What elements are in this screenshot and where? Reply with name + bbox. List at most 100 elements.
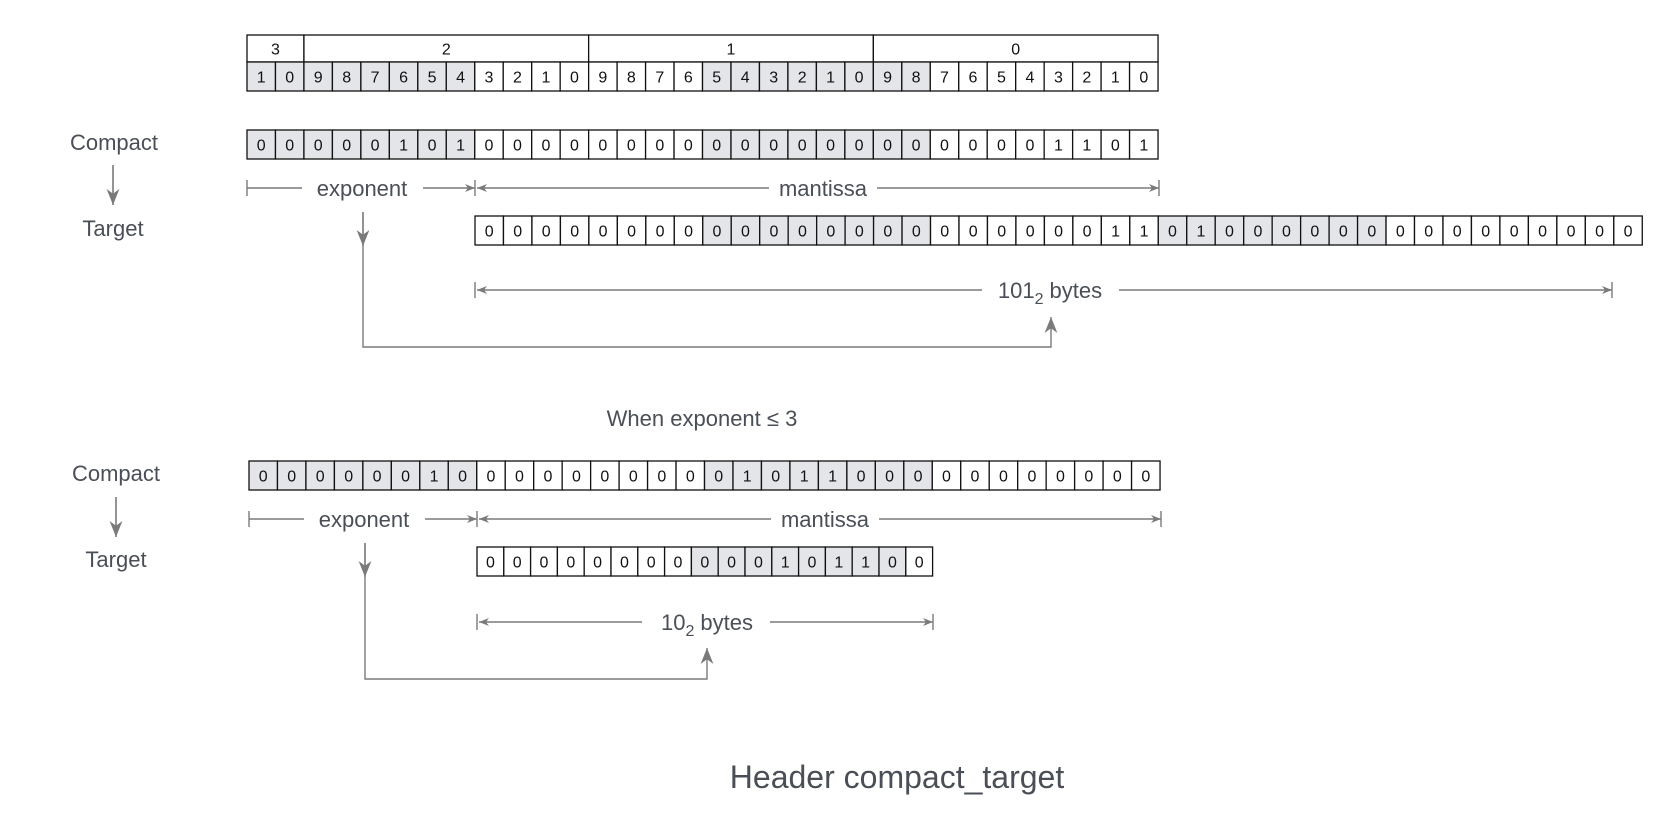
bit-value: 0 (485, 224, 494, 241)
bit-value: 6 (399, 70, 408, 87)
bit-cell: 0 (874, 460, 905, 491)
bit-value: 0 (1424, 224, 1433, 241)
bit-value: 0 (1141, 469, 1150, 486)
mantissa-label: mantissa (779, 176, 868, 201)
bit-cell: 0 (1328, 215, 1359, 246)
bit-cell: 0 (844, 61, 874, 92)
bit-cell: 0 (246, 129, 277, 160)
bit-value: 0 (1339, 224, 1348, 241)
bit-cell: 9 (872, 61, 903, 92)
bit-value: 1 (743, 469, 752, 486)
bit-cell: 0 (1045, 460, 1076, 491)
bit-cell: 3 (1043, 61, 1074, 92)
bit-cell: 0 (1128, 61, 1159, 92)
bit-cell: 0 (529, 546, 559, 577)
bit-value: 0 (657, 469, 666, 486)
bit-cell: 0 (787, 215, 818, 246)
bit-cell: 0 (1299, 215, 1330, 246)
bit-cell: 1 (445, 129, 476, 160)
bit-cell: 1 (1129, 215, 1159, 246)
bit-value: 0 (1054, 224, 1063, 241)
bit-cell: 0 (274, 61, 305, 92)
bit-value: 0 (1083, 224, 1092, 241)
bit-value: 0 (428, 138, 437, 155)
bit-value: 7 (655, 70, 664, 87)
bit-value: 0 (684, 224, 693, 241)
bit-cell: 5 (986, 61, 1017, 92)
target-label: Target (85, 547, 146, 572)
bit-cell: 0 (717, 546, 746, 577)
mantissa-label: mantissa (781, 507, 870, 532)
bit-value: 3 (769, 70, 778, 87)
bit-value: 0 (1310, 224, 1319, 241)
bit-cell: 0 (815, 129, 846, 160)
bit-cell: 6 (673, 61, 704, 92)
bit-value: 0 (912, 224, 921, 241)
bit-cell: 0 (872, 129, 903, 160)
bit-cell: 0 (797, 546, 827, 577)
bit-value: 0 (754, 555, 763, 572)
bit-value: 0 (515, 469, 524, 486)
bit-value: 0 (543, 469, 552, 486)
bit-cell: 3 (474, 61, 504, 92)
bit-value: 7 (371, 70, 380, 87)
bit-value: 1 (800, 469, 809, 486)
bit-cell: 5 (417, 61, 447, 92)
bit-cell: 0 (905, 546, 934, 577)
bit-value: 0 (485, 138, 494, 155)
bit-value: 1 (399, 138, 408, 155)
bit-cell: 0 (1073, 460, 1104, 491)
bit-value: 0 (1253, 224, 1262, 241)
bit-cell: 0 (701, 129, 732, 160)
bit-value: 1 (456, 138, 465, 155)
bit-value: 0 (486, 555, 495, 572)
bit-value: 0 (727, 555, 736, 572)
bit-cell: 0 (702, 215, 732, 246)
bit-cell: 1 (851, 546, 880, 577)
bit-cell: 0 (561, 460, 592, 491)
mantissa-span: mantissa (474, 176, 1160, 201)
bit-value: 0 (572, 469, 581, 486)
bit-cell: 0 (1613, 215, 1643, 246)
bit-cell: 0 (476, 460, 506, 491)
bit-cell: 0 (844, 129, 874, 160)
bit-cell: 0 (986, 215, 1017, 246)
bit-cell: 0 (1130, 460, 1161, 491)
bit-cell: 1 (1100, 61, 1131, 92)
bit-cell: 0 (559, 215, 590, 246)
bit-cell: 1 (817, 460, 848, 491)
bit-value: 0 (600, 469, 609, 486)
bit-value: 0 (542, 224, 551, 241)
bit-value: 0 (401, 469, 410, 486)
bit-value: 0 (620, 555, 629, 572)
bit-value: 1 (834, 555, 843, 572)
bit-cell: 0 (878, 546, 907, 577)
bit-cell: 0 (637, 546, 666, 577)
bit-value: 0 (914, 469, 923, 486)
exponent-label: exponent (319, 507, 410, 532)
bit-cell: 0 (901, 215, 932, 246)
bit-value: 5 (428, 70, 437, 87)
bit-value: 0 (771, 469, 780, 486)
bit-value: 0 (1056, 469, 1065, 486)
bit-value: 0 (940, 224, 949, 241)
bit-value: 1 (826, 70, 835, 87)
bit-cell: 0 (276, 460, 307, 491)
bit-cell: 0 (690, 546, 719, 577)
diagram-title: Header compact_target (730, 759, 1065, 795)
bit-value: 0 (883, 138, 892, 155)
bit-value: 0 (700, 555, 709, 572)
bit-cell: 9 (303, 61, 334, 92)
bit-cell: 4 (1015, 61, 1045, 92)
bit-cell: 0 (986, 129, 1017, 160)
bit-cell: 8 (616, 61, 647, 92)
bit-value: 2 (798, 70, 807, 87)
bit-value: 0 (1367, 224, 1376, 241)
bit-cell: 0 (502, 129, 533, 160)
